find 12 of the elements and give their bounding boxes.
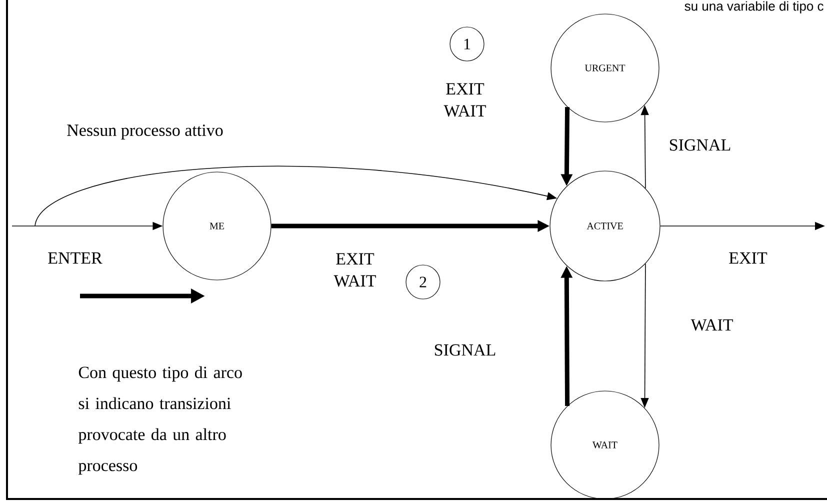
edge-label: SIGNAL <box>434 344 496 356</box>
edge-label: EXIT WAIT <box>444 83 486 117</box>
edge-label: Nessun processo attivo <box>67 124 223 140</box>
edge-label: ENTER <box>48 252 102 264</box>
note-text: su una variabile di tipo c <box>684 1 824 14</box>
edge-label: EXIT WAIT <box>334 253 376 287</box>
callout-number: 2 <box>406 264 440 300</box>
edge-label: SIGNAL <box>670 139 730 151</box>
callout-number: 1 <box>450 26 484 62</box>
edge-label: WAIT <box>690 319 733 331</box>
legend-text: Con questo tipo di arco si indicano transizioni provocate da un altro processo <box>78 366 242 475</box>
edge-label: EXIT <box>729 252 768 264</box>
